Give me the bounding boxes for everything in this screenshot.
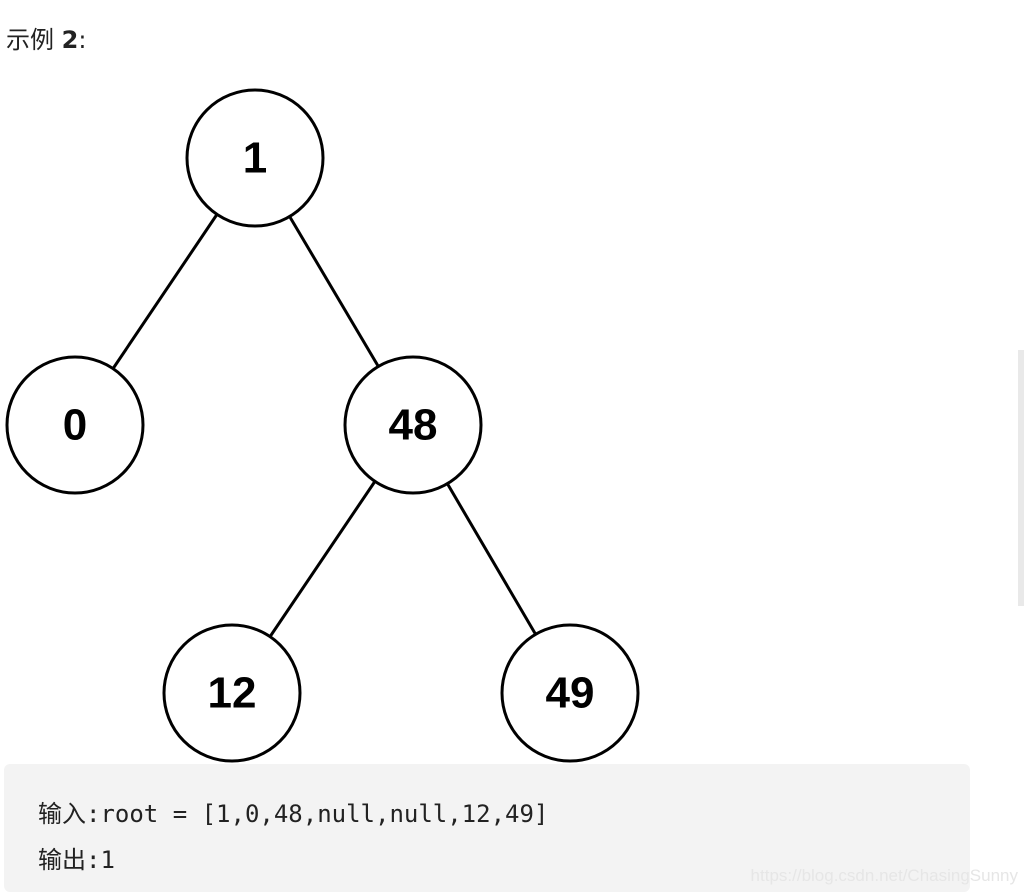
output-line: 输出:1 <box>38 840 115 875</box>
tree-node-48: 48 <box>343 355 483 495</box>
tree-node-12: 12 <box>162 623 302 763</box>
watermark: https://blog.csdn.net/ChasingSunny <box>750 866 1018 885</box>
tree-node-label: 48 <box>389 401 438 450</box>
example-code-block: 输入:root = [1,0,48,null,null,12,49] 输出:1 <box>4 764 970 892</box>
tree-edge-n48-n12 <box>268 480 377 638</box>
tree-node-label: 12 <box>208 669 257 718</box>
example-heading: 示例 2: <box>6 20 86 55</box>
tree-edge-n1-n48 <box>288 215 380 368</box>
output-value: 1 <box>100 846 115 874</box>
tree-node-circle <box>343 355 483 495</box>
tree-nodes: 1 0 48 12 49 <box>5 88 640 763</box>
heading-colon: : <box>78 26 87 54</box>
tree-node-label: 49 <box>546 669 595 718</box>
tree-edge-n48-n49 <box>446 482 537 636</box>
tree-edges <box>111 213 537 638</box>
tree-node-label: 1 <box>243 134 267 183</box>
tree-node-circle <box>500 623 640 763</box>
tree-node-0: 0 <box>5 355 145 495</box>
tree-node-circle <box>5 355 145 495</box>
tree-node-1: 1 <box>185 88 325 228</box>
scrollbar-edge[interactable] <box>1018 350 1024 606</box>
output-label: 输出: <box>38 846 101 874</box>
input-value: root = [1,0,48,null,null,12,49] <box>100 800 549 828</box>
tree-node-circle <box>162 623 302 763</box>
tree-edge-n1-n0 <box>111 213 219 370</box>
input-line: 输入:root = [1,0,48,null,null,12,49] <box>38 794 548 829</box>
tree-node-49: 49 <box>500 623 640 763</box>
tree-node-circle <box>185 88 325 228</box>
input-label: 输入: <box>38 800 101 828</box>
heading-number: 2 <box>61 26 79 54</box>
heading-label: 示例 <box>6 26 62 54</box>
tree-node-label: 0 <box>63 401 87 450</box>
